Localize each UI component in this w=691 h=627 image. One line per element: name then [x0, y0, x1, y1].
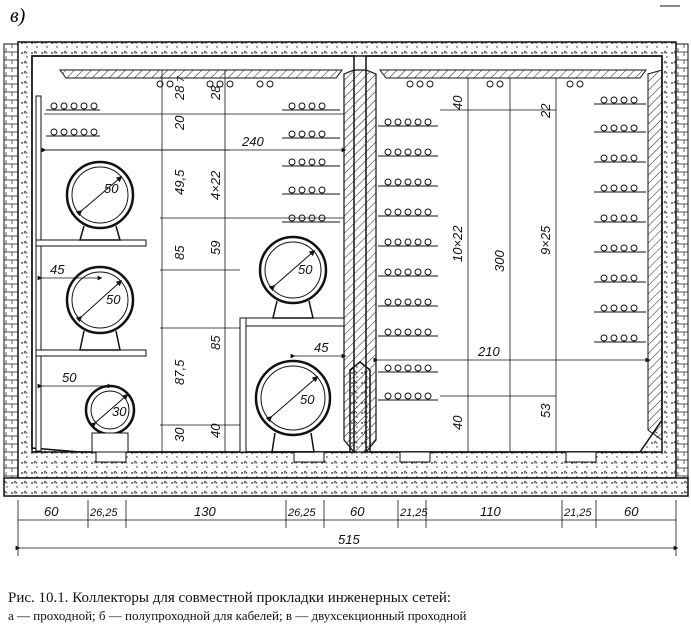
- shelf-2: [35, 349, 147, 357]
- dim-bottom-110: 110: [480, 504, 501, 519]
- pipe-3-label: 30: [112, 404, 127, 419]
- collector-cross-section-drawing: в): [3, 5, 689, 556]
- ceiling-brackets: [156, 80, 584, 88]
- dim-total-515: 515: [338, 532, 360, 547]
- right-chamber: [365, 55, 663, 453]
- dim-bottom-60-b: 60: [350, 504, 365, 519]
- drain-1: [95, 451, 127, 463]
- dim-left-28: 28: [172, 85, 187, 101]
- dim-left-49-5: 49,5: [172, 169, 187, 195]
- dim-210: 210: [477, 344, 500, 359]
- ceiling-rib-left: [59, 69, 343, 79]
- dim-left-50: 50: [62, 370, 77, 385]
- cable-brackets-right-b: [594, 96, 646, 343]
- caption-line-2: а — проходной; б — полупроходной для каб…: [8, 608, 467, 623]
- drain-4: [565, 451, 597, 463]
- dim-left-45: 45: [50, 262, 65, 277]
- right-brick-wall: [675, 43, 689, 495]
- pipe-2-label: 50: [106, 292, 121, 307]
- dim-mid-85: 85: [208, 335, 223, 350]
- pipe-5-label: 50: [300, 392, 315, 407]
- foundation-slab: [3, 477, 689, 497]
- dim-left-20: 20: [172, 115, 187, 131]
- dim-mid-45: 45: [314, 340, 329, 355]
- dim-right-40-bottom: 40: [450, 415, 465, 430]
- cable-brackets-left: [46, 102, 100, 137]
- dim-bottom-26-25-b: 26,25: [287, 507, 316, 519]
- right-wall-haunch: [647, 69, 663, 441]
- dim-right-9x25: 9×25: [538, 225, 553, 255]
- pipe-4: 50: [258, 235, 328, 319]
- dim-bottom-21-25-b: 21,25: [563, 507, 592, 519]
- central-partition: [343, 69, 377, 453]
- dim-240: 240: [241, 134, 264, 149]
- dim-bottom-60-a: 60: [44, 504, 59, 519]
- dim-bottom-21-25-a: 21,25: [399, 507, 428, 519]
- dim-right-40-top: 40: [450, 95, 465, 110]
- pipe-2: 50: [65, 265, 135, 351]
- dim-bottom-26-25-a: 26,25: [89, 507, 118, 519]
- dim-bottom-60-c: 60: [624, 504, 639, 519]
- dim-bottom-130: 130: [194, 504, 216, 519]
- dim-left-87-5: 87,5: [172, 359, 187, 385]
- dim-right-22: 22: [538, 103, 553, 119]
- ceiling-rib-right: [379, 69, 647, 79]
- pipe-1: 50: [65, 160, 135, 241]
- dim-right-300: 300: [492, 250, 507, 272]
- left-brick-wall: [3, 43, 19, 495]
- shelf-1: [35, 239, 147, 247]
- shelf-mid: [239, 317, 345, 327]
- dim-left-30: 30: [172, 427, 187, 442]
- drain-2: [293, 451, 325, 463]
- mid-post: [239, 317, 247, 453]
- pipe-4-label: 50: [298, 262, 313, 277]
- dim-mid-40: 40: [208, 423, 223, 438]
- dim-mid-4x22: 4×22: [208, 170, 223, 200]
- dim-mid-28: 28: [208, 85, 223, 101]
- cable-brackets-right-a: [378, 118, 438, 401]
- pipe-1-label: 50: [104, 181, 119, 196]
- pipe-5: 50: [254, 359, 332, 453]
- dim-top-7: 7: [176, 76, 187, 82]
- dim-left-85: 85: [172, 245, 187, 260]
- cable-brackets-middle: [282, 102, 340, 223]
- dim-right-10x22: 10×22: [450, 225, 465, 262]
- caption-line-1: Рис. 10.1. Коллекторы для совместной про…: [8, 590, 452, 606]
- dim-right-53: 53: [538, 403, 553, 418]
- drain-3: [399, 451, 431, 463]
- dim-mid-59: 59: [208, 241, 223, 255]
- figure-letter: в): [10, 5, 26, 27]
- left-post: [35, 95, 42, 452]
- pipe-3: 30: [84, 384, 136, 453]
